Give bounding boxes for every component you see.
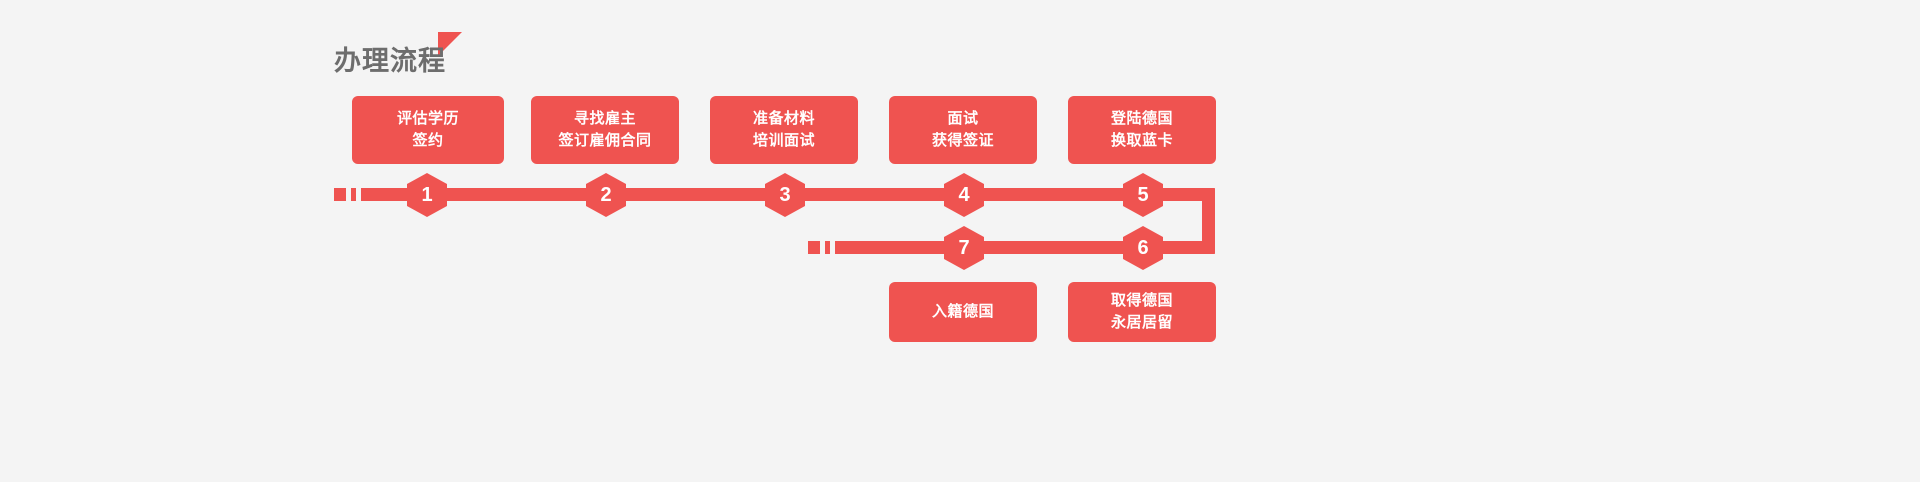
process-box-step-5-line1: 登陆德国	[1110, 110, 1173, 127]
process-box-step-1-line1: 评估学历	[396, 110, 459, 127]
lead-in-row-2-dash-square	[808, 241, 820, 254]
process-box-step-4[interactable]: 面试 获得签证	[889, 96, 1037, 164]
process-box-step-3[interactable]: 准备材料 培训面试	[710, 96, 858, 164]
process-box-step-2-line2: 签订雇佣合同	[558, 132, 652, 149]
process-box-step-6-line2: 永居居留	[1110, 314, 1173, 331]
lead-in-row-2-dash-bar-1	[825, 241, 830, 254]
process-box-step-1-line2: 签约	[412, 132, 444, 149]
step-marker-6[interactable]: 6	[1123, 226, 1163, 270]
step-marker-2[interactable]: 2	[586, 173, 626, 217]
step-marker-1[interactable]: 1	[407, 173, 447, 217]
step-marker-4[interactable]: 4	[944, 173, 984, 217]
title-accent-triangle-icon	[438, 32, 462, 56]
process-box-step-2[interactable]: 寻找雇主 签订雇佣合同	[531, 96, 679, 164]
lead-in-dash-square	[334, 188, 346, 201]
process-box-step-3-line2: 培训面试	[752, 132, 815, 149]
timeline-row-2-rail	[836, 241, 1215, 254]
process-box-step-7[interactable]: 入籍德国	[889, 282, 1037, 342]
process-box-step-2-line1: 寻找雇主	[573, 110, 636, 127]
process-box-step-6-line1: 取得德国	[1110, 292, 1173, 309]
process-box-step-7-line1: 入籍德国	[931, 303, 994, 320]
lead-in-dash-bar-1	[351, 188, 356, 201]
process-box-step-3-line1: 准备材料	[752, 110, 815, 127]
process-box-step-4-line2: 获得签证	[931, 132, 994, 149]
process-box-step-1[interactable]: 评估学历 签约	[352, 96, 504, 164]
timeline-vertical-connector	[1202, 188, 1215, 254]
process-box-step-5[interactable]: 登陆德国 换取蓝卡	[1068, 96, 1216, 164]
page-title-block: 办理流程	[334, 32, 534, 80]
step-marker-7[interactable]: 7	[944, 226, 984, 270]
page-title: 办理流程	[334, 46, 446, 76]
step-marker-3[interactable]: 3	[765, 173, 805, 217]
process-box-step-6[interactable]: 取得德国 永居居留	[1068, 282, 1216, 342]
process-box-step-5-line2: 换取蓝卡	[1110, 132, 1173, 149]
step-marker-5[interactable]: 5	[1123, 173, 1163, 217]
process-box-step-4-line1: 面试	[947, 110, 979, 127]
